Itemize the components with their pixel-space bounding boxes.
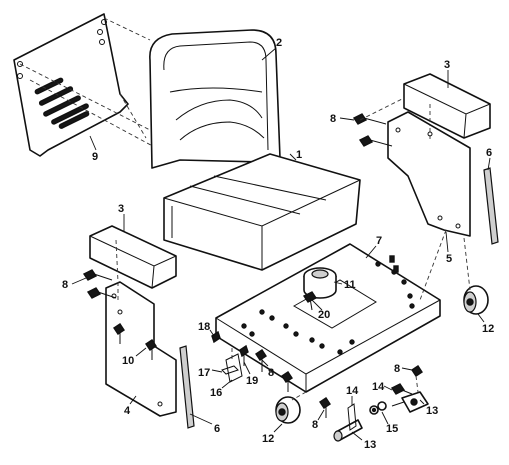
part-15-washers [369, 401, 387, 415]
part-3-left-armrest [89, 225, 177, 289]
callout-numbers: 1 2 3 3 4 5 6 6 7 8 8 8 8 8 9 10 11 12 1… [62, 37, 494, 451]
part-1-seat-cushion [163, 153, 361, 271]
assembly-lines [115, 93, 471, 401]
part-7-base-plate [215, 243, 441, 393]
callout-1: 1 [296, 149, 302, 161]
part-18-pin [211, 330, 221, 344]
callout-8-bottom: 8 [312, 419, 318, 431]
part-8-bolts-lower [255, 349, 423, 418]
part-8-bolts-upper-right [352, 113, 393, 147]
callout-5: 5 [446, 253, 452, 265]
part-9-back-panel [13, 13, 161, 157]
part-8-bolts-left [82, 269, 117, 299]
part-20-center-fastener [302, 291, 318, 311]
plate-holes [241, 261, 415, 355]
leader-lines [71, 47, 491, 441]
callout-4: 4 [124, 405, 131, 417]
callout-12-left: 12 [262, 433, 274, 445]
part-16-latch-plate [225, 353, 243, 383]
callout-6-left: 6 [214, 423, 220, 435]
part-12-right-bumper [463, 285, 489, 315]
callout-2: 2 [276, 37, 282, 49]
part-12-left-bumper [275, 396, 301, 424]
part-5-right-bracket [387, 111, 471, 237]
callout-15: 15 [386, 423, 398, 435]
callout-16: 16 [210, 387, 222, 399]
callout-20: 20 [318, 309, 330, 321]
callout-8-upper: 8 [330, 113, 336, 125]
callout-10: 10 [122, 355, 134, 367]
callout-11: 11 [344, 279, 356, 291]
part-6-right-rod [483, 167, 499, 245]
part-2-seat-back [149, 29, 281, 169]
callout-8-right: 8 [394, 363, 400, 375]
callout-3-right: 3 [444, 59, 450, 71]
part-13-axle-pin-right [391, 391, 429, 413]
part-13-axle-pin-left [333, 419, 363, 442]
part-3-right-armrest [403, 73, 491, 139]
part-17-latch-spring [221, 365, 239, 375]
callout-18: 18 [198, 321, 210, 333]
part-19-latch-bolt [239, 344, 249, 366]
callout-6-right: 6 [486, 147, 492, 159]
callout-19: 19 [246, 375, 258, 387]
panel-slots [34, 77, 90, 129]
part-6-left-rod [179, 345, 195, 429]
callout-17: 17 [198, 367, 210, 379]
part-10-bracket-bolts [113, 323, 157, 360]
callout-14-right: 14 [372, 381, 385, 393]
callout-13-right: 13 [426, 405, 438, 417]
callout-7: 7 [376, 235, 382, 247]
callout-3-left: 3 [118, 203, 124, 215]
callout-13-left: 13 [364, 439, 376, 451]
callout-8-left: 8 [62, 279, 68, 291]
callout-14-left: 14 [346, 385, 359, 397]
callout-8-middle: 8 [268, 367, 274, 379]
callout-9: 9 [92, 151, 98, 163]
part-4-left-bracket [105, 281, 177, 417]
callout-12-right: 12 [482, 323, 494, 335]
